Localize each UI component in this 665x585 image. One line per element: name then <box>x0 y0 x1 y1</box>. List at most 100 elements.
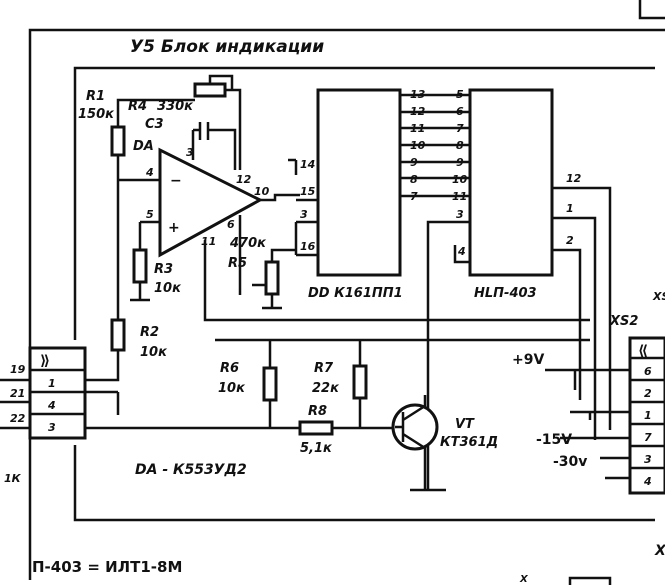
inner-frame <box>73 66 655 522</box>
wire-r3-gnd <box>130 282 150 302</box>
connector-left-pin-3: 3 <box>48 421 56 434</box>
dd-pin-11: 11 <box>410 122 425 135</box>
voltage-minus-30v: -30v <box>553 454 587 470</box>
wire-r5 <box>252 248 296 310</box>
resistor-r7 <box>352 364 368 400</box>
connector-left-pin-1: 1 <box>48 377 56 390</box>
ext-pin-19: 19 <box>10 363 26 376</box>
hl-pin-1: 1 <box>566 202 574 215</box>
connector-left-arrow: ⟫ <box>40 353 50 369</box>
resistor-r1 <box>110 125 126 157</box>
r5-value: 470к <box>229 236 267 251</box>
dd-pin-9: 9 <box>410 156 418 169</box>
dd-pin-12: 12 <box>410 105 426 118</box>
r1-value: 150к <box>78 107 115 122</box>
hl-pin-12: 12 <box>566 172 582 185</box>
voltage-minus-15v: -15V <box>536 432 572 448</box>
r2-value: 10к <box>140 345 168 360</box>
r4-value: 330к <box>157 99 194 114</box>
opamp-da <box>158 147 264 258</box>
edge-label-right-mid: X <box>654 543 665 559</box>
opamp-pin-11: 11 <box>201 235 216 248</box>
r4-ref: R4 <box>128 99 147 114</box>
indicator-hl <box>468 88 554 277</box>
connector-right-pin-2: 2 <box>644 387 652 400</box>
block-title: У5 Блок индикации <box>130 37 324 57</box>
voltage-plus-9v: +9V <box>512 352 544 368</box>
wire-r2 <box>85 350 120 382</box>
resistor-r8 <box>298 420 334 436</box>
connector-left-dividers <box>30 368 120 416</box>
edge-label-left-bottom: 1К <box>4 472 22 485</box>
connector-left-pin-4: 4 <box>47 399 56 412</box>
hl-pin-7: 7 <box>456 122 464 135</box>
opamp-pin-inv: 4 <box>145 166 154 179</box>
wire-hl-3 <box>410 220 470 492</box>
opamp-minus: − <box>170 173 182 189</box>
r8-ref: R8 <box>308 404 327 419</box>
connector-right-ref: XS2 <box>609 314 638 329</box>
connector-right-dividers <box>630 356 665 470</box>
opamp-plus: + <box>168 220 180 236</box>
dd-part: DD К161ПП1 <box>308 286 403 301</box>
opamp-pin-6: 6 <box>227 218 235 231</box>
connector-right-pin-3: 3 <box>644 453 652 466</box>
wire-r4 <box>208 74 242 170</box>
hl-pin-10: 10 <box>452 173 468 186</box>
ext-wires-left <box>0 378 30 430</box>
hl-part: HLП-403 <box>474 286 537 301</box>
wire-bottom <box>85 338 590 430</box>
hl-pin-11: 11 <box>452 190 467 203</box>
dd-pin-13: 13 <box>410 88 426 101</box>
r3-ref: R3 <box>154 262 173 277</box>
chip-dd <box>316 88 402 277</box>
dd-pin-14: 14 <box>300 158 315 171</box>
hl-pin-5: 5 <box>456 88 464 101</box>
r6-ref: R6 <box>220 361 239 376</box>
wire-hl-4 <box>453 245 470 264</box>
wire-opamp <box>138 193 590 322</box>
r5-ref: R5 <box>228 256 247 271</box>
resistor-r4 <box>193 82 227 98</box>
da-part: DA - К553УД2 <box>135 462 247 478</box>
opamp-pin-12: 12 <box>236 173 252 186</box>
opamp-pin-3: 3 <box>186 146 194 159</box>
opamp-pin-out: 10 <box>254 185 270 198</box>
dd-pin-3: 3 <box>300 208 308 221</box>
part-equivalence-note: П-403 = ИЛТ1-8М <box>32 558 183 576</box>
resistor-r3 <box>132 248 148 284</box>
wire-right-supply <box>545 368 630 480</box>
vt-part: КТ361Д <box>440 435 498 450</box>
hl-pin-4: 4 <box>457 245 466 258</box>
da-ref: DA <box>133 139 154 154</box>
ext-pin-21: 21 <box>10 387 25 400</box>
capacitor-c3 <box>191 122 237 170</box>
edge-label-right-top: XS <box>652 290 665 303</box>
resistor-r5 <box>264 260 280 296</box>
connector-right-pin-1: 1 <box>644 409 652 422</box>
r3-value: 10к <box>154 281 182 296</box>
outer-frame-corner <box>638 0 665 20</box>
hl-pin-3: 3 <box>456 208 464 221</box>
dd-pin-15: 15 <box>300 185 316 198</box>
hl-pin-8: 8 <box>456 139 464 152</box>
vt-ref: VT <box>455 417 475 432</box>
r6-value: 10к <box>218 381 246 396</box>
ext-pin-22: 22 <box>10 412 26 425</box>
resistor-r6 <box>262 366 278 402</box>
hl-pin-6: 6 <box>456 105 464 118</box>
partial-box-bottom-right <box>568 576 612 585</box>
wire-hl-right <box>552 186 612 440</box>
r7-value: 22к <box>312 381 340 396</box>
dd-pin-7: 7 <box>410 190 418 203</box>
connector-right-pin-6: 6 <box>644 365 652 378</box>
connector-right-arrow: ⟪ <box>638 343 648 359</box>
vt-leads <box>395 395 427 490</box>
c3-ref: C3 <box>145 117 164 132</box>
hl-pin-2: 2 <box>566 234 574 247</box>
connector-right-pin-4: 4 <box>643 475 652 488</box>
edge-label-bottom-right: X <box>519 574 529 585</box>
wire-r1 <box>116 98 195 320</box>
r2-ref: R2 <box>140 325 159 340</box>
